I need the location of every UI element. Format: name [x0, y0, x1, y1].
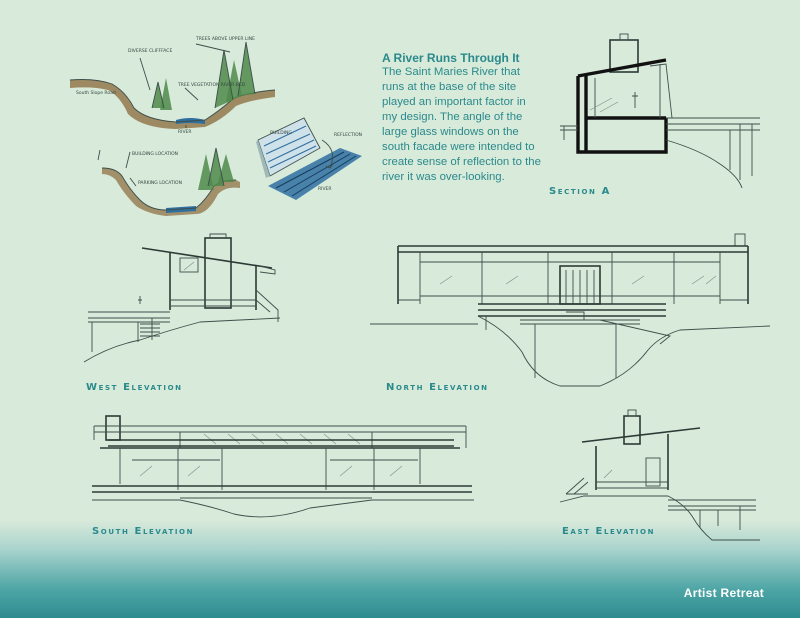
sketch-note-4: South Slope Road: [76, 90, 116, 96]
sketch-note-7: PARKING LOCATION: [138, 180, 182, 186]
reflection-sketch: BUILDING REFLECTION RIVER: [256, 117, 362, 200]
sketch-note-3: TREE VEGETATION RIVER BED: [177, 82, 246, 88]
label-north: North Elevation: [386, 382, 489, 393]
label-west: West Elevation: [86, 382, 183, 393]
sketch-note-6: BUILDING LOCATION: [132, 151, 178, 157]
sketch-note-10: RIVER: [318, 186, 332, 192]
sketch-note-1: DIVERSE CLIFFFACE: [128, 48, 172, 54]
story-title: A River Runs Through It: [382, 51, 520, 65]
sketch-note-5: RIVER: [178, 129, 192, 135]
footer-gradient-band: [0, 520, 800, 618]
building-location-sketch: BUILDING LOCATION PARKING LOCATION: [97, 147, 240, 216]
sketch-note-8: BUILDING: [270, 130, 292, 136]
sketch-note-9: REFLECTION: [334, 132, 362, 138]
south-elevation-drawing: [92, 415, 474, 518]
east-elevation-drawing: [559, 409, 760, 541]
project-title: Artist Retreat: [683, 586, 764, 600]
river-valley-sketch: DIVERSE CLIFFFACE TREES ABOVE UPPER LINE…: [69, 36, 276, 135]
label-section-a: Section A: [549, 186, 611, 197]
label-east: East Elevation: [562, 526, 655, 537]
label-south: South Elevation: [92, 526, 194, 537]
west-elevation-drawing: [83, 233, 281, 363]
section-a-drawing: [560, 33, 760, 189]
north-elevation-drawing: [370, 233, 771, 387]
sketch-note-2: TREES ABOVE UPPER LINE: [195, 36, 255, 42]
story-body: The Saint Maries River that runs at the …: [382, 66, 541, 183]
